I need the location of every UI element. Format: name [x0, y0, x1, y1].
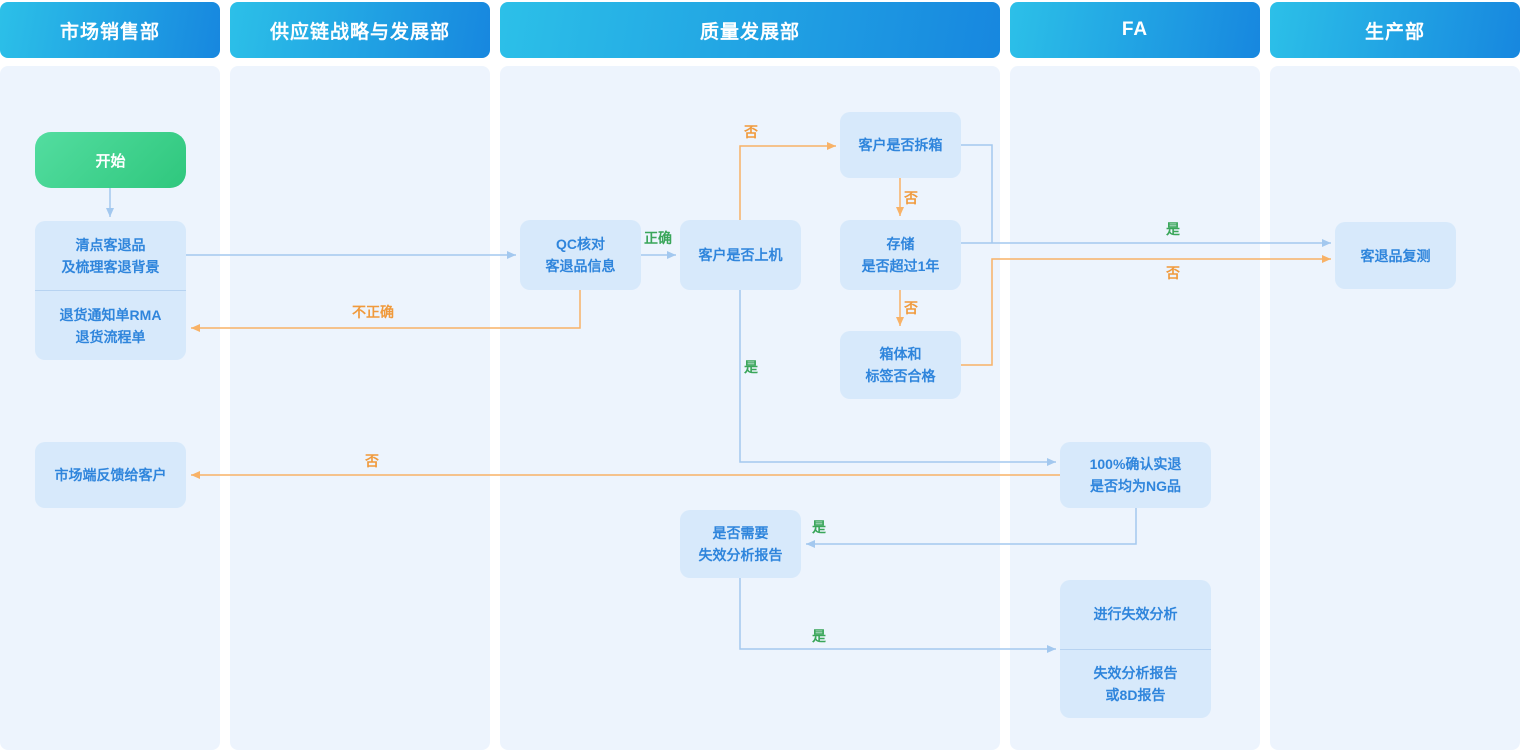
lane-header-supply-chain: 供应链战略与发展部: [230, 2, 490, 58]
node-customer-used[interactable]: 客户是否上机: [680, 220, 801, 290]
lane-header-fa: FA: [1010, 2, 1260, 58]
lane-header-marketing: 市场销售部: [0, 2, 220, 58]
edge-label-incorrect: 不正确: [352, 304, 394, 320]
edge-label-storage-no: 否: [904, 190, 918, 206]
node-sort-returns-group[interactable]: 清点客退品 及梳理客退背景 退货通知单RMA 退货流程单: [35, 221, 186, 360]
node-storage-over-year[interactable]: 存储 是否超过1年: [840, 220, 961, 290]
edge-label-unboxed-no: 否: [744, 124, 758, 140]
node-sort-returns[interactable]: 清点客退品 及梳理客退背景: [61, 236, 160, 275]
node-customer-unboxed[interactable]: 客户是否拆箱: [840, 112, 961, 178]
edge-label-feedback-no: 否: [365, 453, 379, 469]
node-fa-group[interactable]: 进行失效分析 失效分析报告 或8D报告: [1060, 580, 1211, 718]
edge-label-correct: 正确: [644, 230, 672, 246]
node-do-fa[interactable]: 进行失效分析: [1093, 606, 1178, 623]
edge-label-needfa-yes: 是: [812, 519, 826, 535]
edge-label-retest-no: 否: [1166, 265, 1180, 281]
lane-header-quality: 质量发展部: [500, 2, 1000, 58]
node-qc-check[interactable]: QC核对 客退品信息: [520, 220, 641, 290]
node-fa-report[interactable]: 失效分析报告 或8D报告: [1060, 648, 1211, 719]
edge-label-dofa-yes: 是: [812, 628, 826, 644]
node-rma-doc[interactable]: 退货通知单RMA 退货流程单: [35, 290, 186, 360]
edge-label-confirm-yes: 是: [744, 359, 758, 375]
lane-body-supply-chain: [230, 66, 490, 750]
node-start[interactable]: 开始: [35, 132, 186, 188]
node-retest[interactable]: 客退品复测: [1335, 222, 1456, 289]
node-feedback-customer[interactable]: 市场端反馈给客户: [35, 442, 186, 508]
node-box-label-ok[interactable]: 箱体和 标签否合格: [840, 331, 961, 399]
edge-label-boxlabel-no: 否: [904, 300, 918, 316]
node-need-fa-report[interactable]: 是否需要 失效分析报告: [680, 510, 801, 578]
lane-header-production: 生产部: [1270, 2, 1520, 58]
edge-label-retest-yes: 是: [1166, 221, 1180, 237]
lane-body-production: [1270, 66, 1520, 750]
node-confirm-ng[interactable]: 100%确认实退 是否均为NG品: [1060, 442, 1211, 508]
